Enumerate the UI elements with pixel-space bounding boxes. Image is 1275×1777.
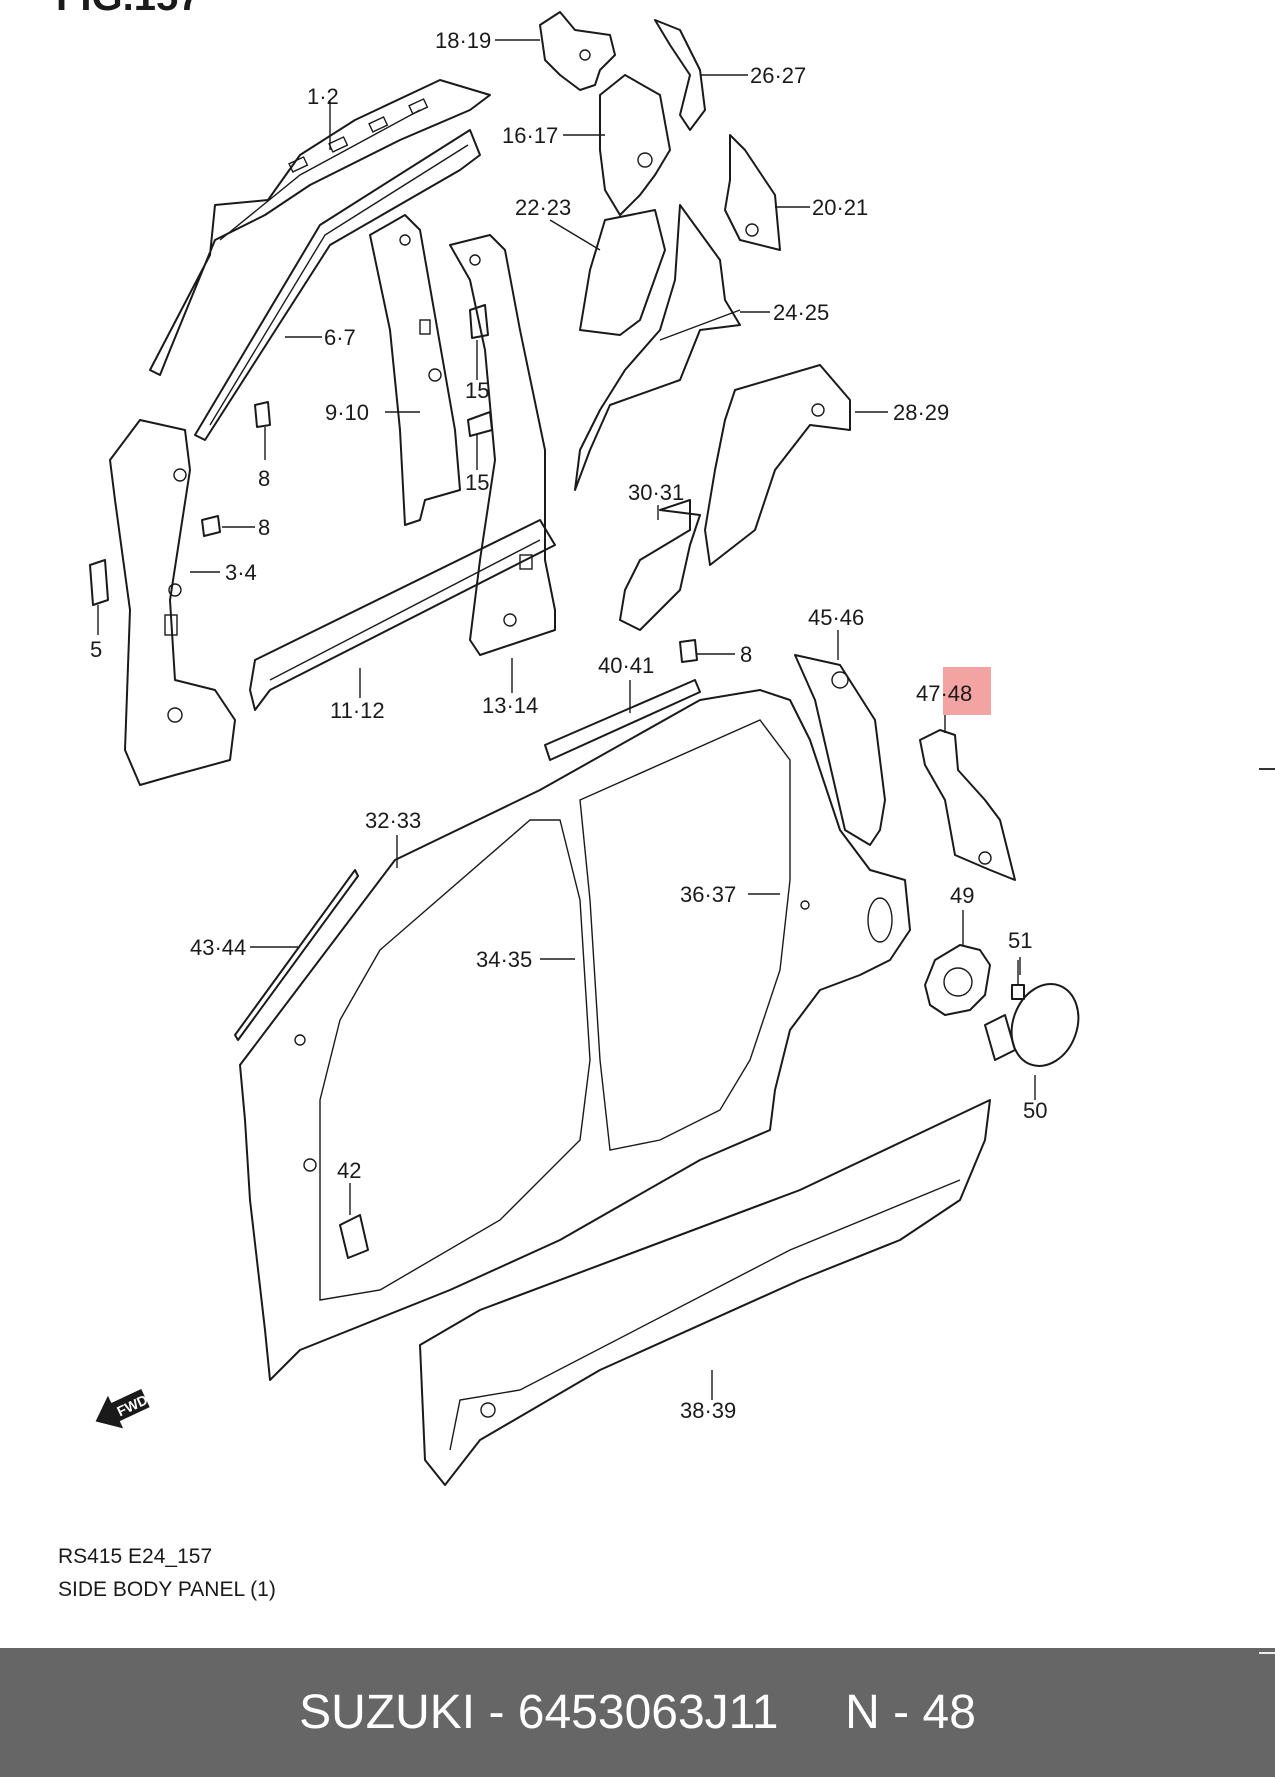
part-center-pillar-outer <box>449 234 556 656</box>
part-gussets-15 <box>467 304 493 437</box>
callout-label: 50 <box>1023 1098 1047 1123</box>
footer-separator: - <box>475 1686 518 1739</box>
footer-brand: SUZUKI <box>299 1686 476 1739</box>
callout-label: 45·46 <box>808 605 864 630</box>
callout-label: 8 <box>740 642 752 667</box>
callout-label: 36·37 <box>680 882 736 907</box>
callout-label: 28·29 <box>893 400 949 425</box>
callout-label: 20·21 <box>812 195 868 220</box>
part-quarter-bracket <box>794 654 886 846</box>
part-bracket-30-31 <box>619 499 701 631</box>
part-roof-reinforcement <box>544 679 701 761</box>
part-c-pillar-upper <box>599 74 671 216</box>
part-front-pillar <box>109 419 236 786</box>
callout-label: 16·17 <box>502 123 558 148</box>
callout-label: 38·39 <box>680 1398 736 1423</box>
callout-label: 3·4 <box>225 560 257 585</box>
callout-label: 13·14 <box>482 693 538 718</box>
callout-label: 43·44 <box>190 935 246 960</box>
scrollbar-tick-footer <box>1259 1652 1275 1654</box>
callout-label: 49 <box>950 883 974 908</box>
part-panel-22-23 <box>579 209 666 336</box>
part-bracket-5 <box>89 559 109 606</box>
part-clips-8 <box>201 401 698 663</box>
figure-title: FIG.157 <box>56 0 201 19</box>
part-roof-rail <box>149 79 491 376</box>
callout-label: 11·12 <box>330 698 385 723</box>
part-bolt-51 <box>1011 960 1025 1000</box>
callout-labels: 18·19 26·27 1·2 16·17 22·23 20·21 6·7 24… <box>90 28 1047 1423</box>
callout-label: 51 <box>1008 928 1032 953</box>
leader-lines <box>97 39 1036 1400</box>
callout-label: 32·33 <box>365 808 421 833</box>
callout-label: 24·25 <box>773 300 829 325</box>
part-47-48 <box>919 729 1016 881</box>
callout-label: 9·10 <box>325 400 369 425</box>
callout-label: 30·31 <box>628 480 684 505</box>
part-wheel-house-inner <box>574 204 741 491</box>
part-fuel-door <box>984 983 1080 1067</box>
callout-label: 1·2 <box>307 84 339 109</box>
highlight-box <box>943 667 991 715</box>
part-center-pillar-inner <box>369 214 461 526</box>
footer-position: N - 48 <box>845 1686 976 1739</box>
part-panel-20-21 <box>724 134 781 251</box>
part-bracket-42 <box>339 1214 369 1259</box>
callout-label: 15 <box>465 470 489 495</box>
part-fuel-filler-housing <box>924 944 991 1016</box>
part-bracket-26-27 <box>654 19 706 131</box>
footer-bar: SUZUKI - 6453063J11 N - 48 <box>0 1648 1275 1777</box>
callout-label: 6·7 <box>324 325 356 350</box>
parts-diagram: FIG.157 <box>56 0 1080 1486</box>
diagram-code: RS415 E24_157 <box>58 1545 213 1568</box>
callout-label: 34·35 <box>476 947 532 972</box>
callout-label: 26·27 <box>750 63 806 88</box>
callout-label: 8 <box>258 466 270 491</box>
part-wheel-arch <box>704 364 851 566</box>
callout-label: 47·48 <box>916 681 972 706</box>
callout-label: 5 <box>90 637 102 662</box>
part-upper-bracket <box>539 11 616 91</box>
fwd-arrow-icon: FWD <box>95 1389 150 1429</box>
callout-label: 18·19 <box>435 28 491 53</box>
diagram-name: SIDE BODY PANEL (1) <box>58 1578 276 1601</box>
scrollbar-tick <box>1259 768 1275 770</box>
callout-label: 40·41 <box>598 653 654 678</box>
part-side-sill-inner <box>249 519 556 711</box>
part-roof-inner-rail <box>194 129 481 441</box>
part-drip-strip <box>234 869 359 1041</box>
part-side-body-outer <box>239 689 911 1381</box>
callout-label: 22·23 <box>515 195 571 220</box>
callout-label: 8 <box>258 515 270 540</box>
part-rocker-outer <box>419 1099 991 1486</box>
callout-label: 15 <box>465 378 489 403</box>
footer-part-number: 6453063J11 <box>517 1686 779 1739</box>
callout-label: 42 <box>337 1158 361 1183</box>
footer-gap <box>778 1685 845 1740</box>
